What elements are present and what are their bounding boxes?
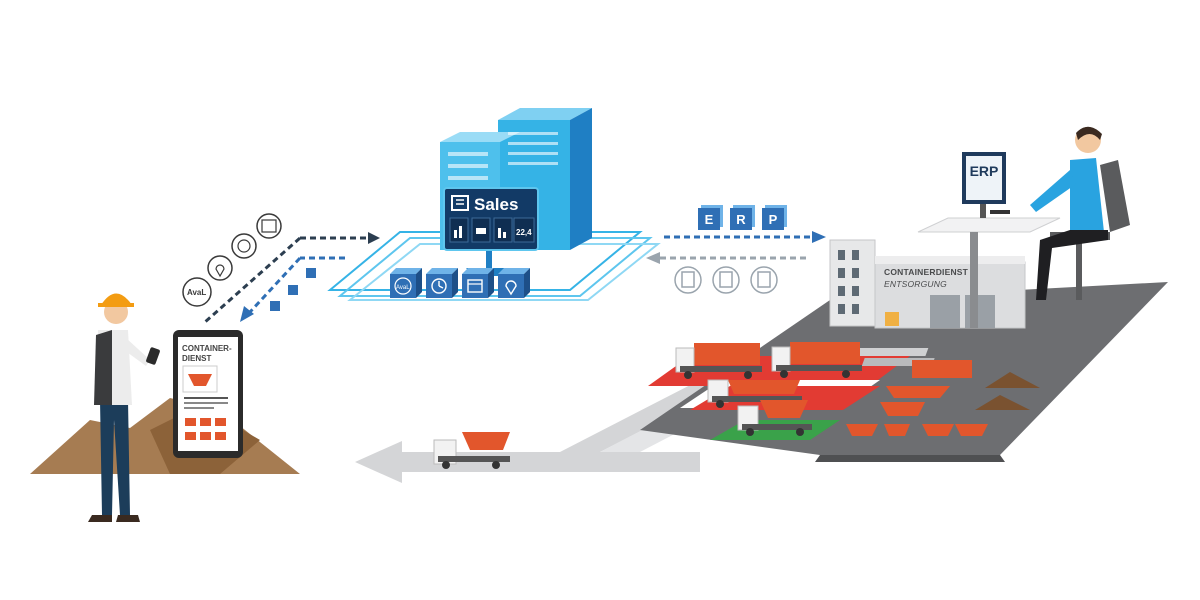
building-subtitle: ENTSORGUNG — [884, 279, 947, 289]
truck — [675, 343, 762, 379]
aval-cube-label: AvaL — [396, 285, 410, 291]
container-stock — [846, 360, 988, 436]
truck — [737, 400, 812, 436]
document-icons — [674, 266, 778, 294]
sales-panel: Sales 22,4 — [443, 187, 539, 251]
hard-hat-icon — [101, 293, 132, 305]
server-tower — [440, 108, 592, 276]
tablet-title-line2: DIENST — [182, 354, 211, 363]
erp-badge-e: E — [698, 208, 720, 230]
soil-heap — [30, 398, 300, 474]
erp-monitor-label: ERP — [969, 163, 999, 179]
arrow-server-to-erp — [664, 231, 826, 243]
erp-badge-r: R — [730, 208, 752, 230]
office-worker — [1030, 126, 1130, 300]
office-desk — [917, 152, 1061, 328]
arrow-server-to-phone — [240, 256, 345, 322]
arrow-erp-to-server — [646, 252, 806, 264]
arrow-phone-to-server — [204, 232, 380, 324]
clock-icon — [426, 268, 458, 298]
aval-icon: AvaL — [390, 268, 422, 298]
aval-circle-icon: AvaL — [182, 277, 212, 307]
sales-value: 22,4 — [516, 228, 532, 237]
tablet: CONTAINER- DIENST — [173, 330, 243, 458]
aval-circle-label: AvaL — [187, 288, 206, 297]
truck — [707, 379, 802, 408]
smartphone-icon — [146, 347, 160, 365]
building-name: CONTAINERDIENST — [884, 267, 969, 277]
calendar-icon — [462, 268, 494, 298]
construction-worker — [88, 293, 150, 522]
erp-badge-p: P — [762, 208, 784, 230]
pin-circle-icon — [207, 255, 233, 281]
sales-title: Sales — [474, 195, 518, 214]
clock-circle-icon — [231, 233, 257, 259]
office-building — [829, 239, 1026, 329]
location-pin-icon — [498, 268, 530, 298]
truck — [433, 432, 510, 469]
calendar-circle-icon — [256, 213, 282, 239]
data-cubes — [270, 268, 316, 311]
tablet-title-line1: CONTAINER- — [182, 344, 232, 353]
cart-icon — [451, 195, 469, 211]
truck — [771, 342, 862, 378]
